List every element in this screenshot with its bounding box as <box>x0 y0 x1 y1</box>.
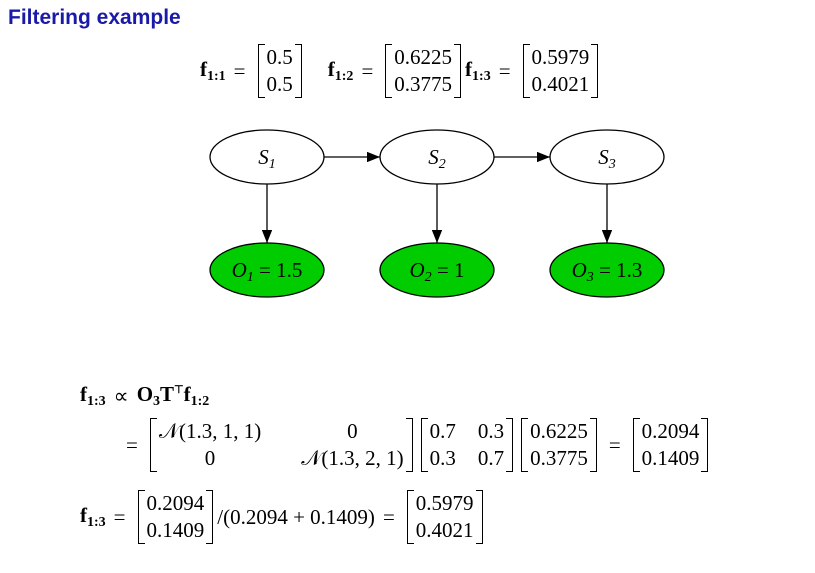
state-label-3: S3 <box>598 145 616 173</box>
obs-label-2: O2 = 1 <box>409 258 465 286</box>
equation-proportional: f1:3∝ O3T⊤f1:2 <box>80 382 210 409</box>
normalizer: /(0.2094 + 0.1409) <box>217 504 375 529</box>
f12-label: f1:2 <box>327 57 354 84</box>
state-label-1: S1 <box>258 145 276 173</box>
f11-label: f1:1 <box>200 57 226 84</box>
f13-label: f1:3 <box>465 57 491 84</box>
slide-title: Filtering example <box>8 6 181 29</box>
obs-label-1: O1 = 1.5 <box>231 258 303 286</box>
obs-label-3: O3 = 1.3 <box>571 258 643 286</box>
state-label-2: S2 <box>428 145 446 173</box>
